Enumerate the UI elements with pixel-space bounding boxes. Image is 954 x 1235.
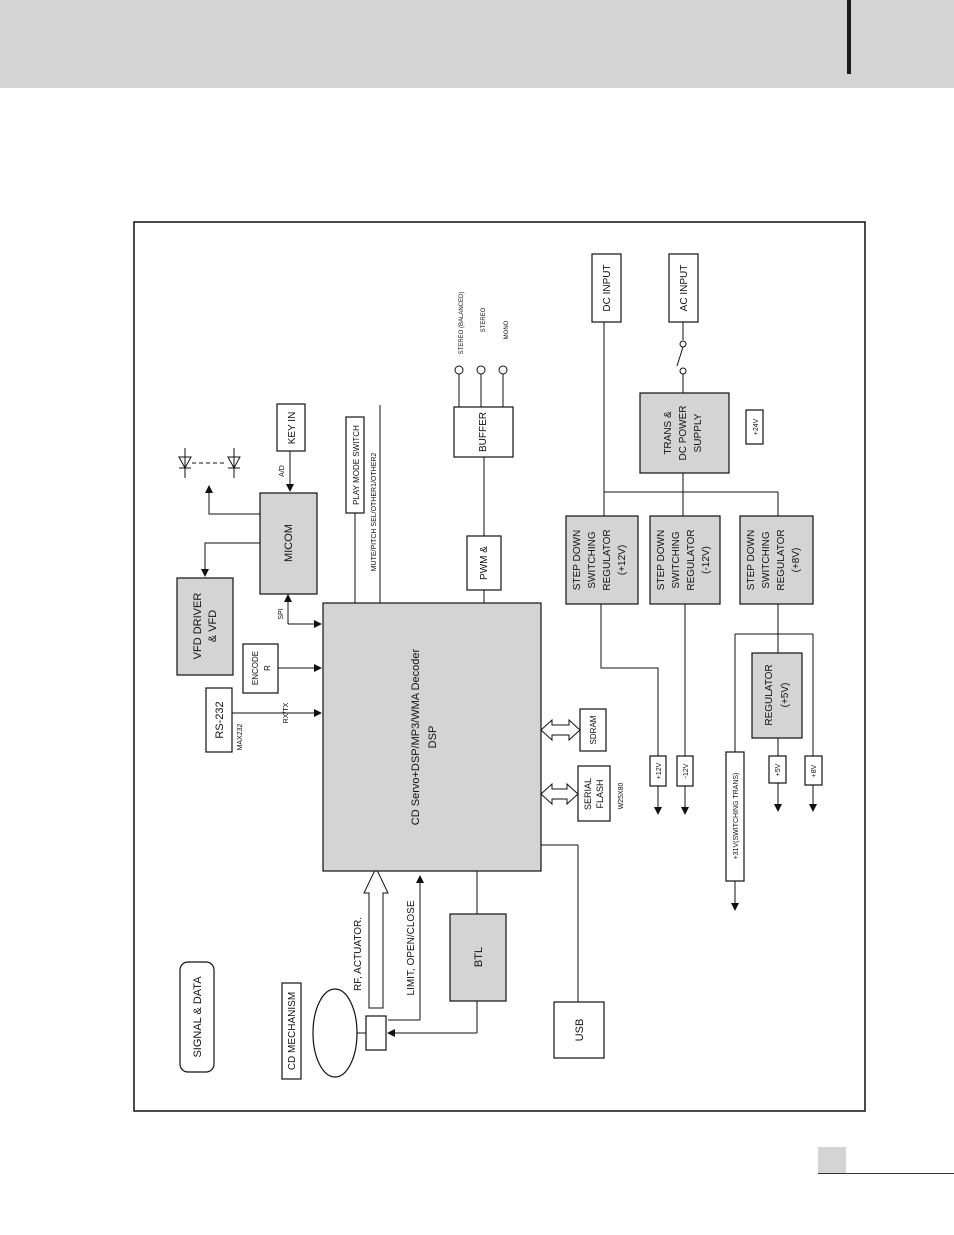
encoder-block: ENCODE R [242, 643, 279, 694]
header-band [0, 0, 954, 88]
step-down-plus8v-block: STEP DOWN SWITCHING REGULATOR (+8V) [739, 515, 814, 605]
diagram-frame [133, 221, 866, 1112]
rs232-block: RS-232 [205, 687, 233, 753]
trans-power-supply-block: TRANS & DC POWER SUPPLY [639, 392, 730, 474]
signal-data-label: SIGNAL & DATA [192, 976, 204, 1058]
output-jack-icon [498, 365, 508, 375]
plus24v-label: +24V [753, 418, 760, 435]
signal-data-legend: SIGNAL & DATA [179, 961, 215, 1073]
usb-block: USB [553, 1001, 605, 1059]
rf-actuator-label: RF, ACTUATOR. [353, 917, 364, 991]
sd-plus8-line1: STEP DOWN [746, 530, 757, 590]
dsp-subtitle: DSP [427, 726, 439, 749]
regulator-plus5v-block: REGULATOR (+5V) [751, 652, 803, 739]
key-in-block: KEY IN [276, 403, 306, 452]
dc-input-block: DC INPUT [591, 253, 622, 323]
rf-actuator-arrow [363, 866, 389, 1009]
output-jack-icon [476, 365, 486, 375]
dc-input-label: DC INPUT [602, 264, 613, 311]
play-mode-switch-label: PLAY MODE SWITCH [352, 425, 361, 505]
page-number-box [818, 1147, 846, 1174]
step-down-minus12v-block: STEP DOWN SWITCHING REGULATOR (-12V) [649, 515, 721, 605]
encoder-line1: ENCODE [251, 651, 260, 685]
micom-block: MICOM [259, 492, 318, 595]
serial-flash-line2: FLASH [595, 779, 605, 808]
cd-disc-icon [312, 988, 358, 1078]
mute-pitch-label: MUTE/PITCH SEL/OTHER1/OTHER2 [371, 453, 378, 572]
buffer-block: BUFFER [453, 406, 514, 458]
plus24v-block: +24V [745, 409, 764, 445]
vfd-driver-line1: VFD DRIVER [192, 593, 204, 660]
plus8v-output: +8V [804, 755, 823, 786]
sd-plus8-line3: REGULATOR [776, 529, 787, 590]
led-indicator-icon [178, 448, 241, 478]
footer-rule [818, 1173, 954, 1174]
encoder-line2: R [263, 665, 272, 671]
plus12v-label: +12V [656, 762, 663, 779]
flash-bus-arrow [540, 782, 579, 806]
sd-minus12-line4: (-12V) [701, 546, 712, 574]
sd-plus12-line3: REGULATOR [602, 529, 613, 590]
plus31v-label: +31V(SWITCHING TRANS) [733, 773, 740, 860]
vfd-driver-line2: & VFD [207, 610, 219, 642]
btl-label: BTL [473, 947, 485, 967]
sdram-block: SDRAM [579, 708, 607, 752]
ad-label: A/D [279, 465, 286, 477]
ac-input-block: AC INPUT [668, 253, 699, 323]
regulator5-line1: REGULATOR [764, 664, 775, 725]
sd-plus8-line4: (+8V) [791, 548, 802, 573]
sd-minus12-line1: STEP DOWN [656, 530, 667, 590]
micom-label: MICOM [283, 524, 295, 562]
plus8v-label: +8V [811, 764, 818, 777]
sd-minus12-line2: SWITCHING [671, 531, 682, 588]
cd-mechanism: CD MECHANISM [281, 982, 302, 1080]
play-mode-switch-block: PLAY MODE SWITCH [345, 416, 365, 514]
btl-block: BTL [449, 913, 507, 1002]
sd-plus8-line2: SWITCHING [761, 531, 772, 588]
stereo-label: STEREO [481, 307, 487, 332]
dsp-title: CD Servo+DSP/MP3/WMA Decoder [410, 648, 422, 825]
pickup-block [365, 1015, 387, 1051]
key-in-label: KEY IN [287, 412, 298, 445]
plus12v-output: +12V [649, 755, 667, 787]
serial-flash-line1: SERIAL [583, 778, 593, 810]
rxtx-label: RX/TX [283, 702, 290, 723]
header-divider [847, 0, 851, 74]
pwm-label: PWM & [479, 546, 490, 580]
pwm-block: PWM & [466, 535, 502, 591]
regulator5-line2: (+5V) [780, 683, 791, 708]
stereo-balanced-label: STEREO (BALANCED) [459, 292, 465, 355]
sd-minus12-line3: REGULATOR [686, 529, 697, 590]
sdram-bus-arrow [540, 718, 581, 742]
buffer-label: BUFFER [478, 412, 489, 452]
trans-line3: SUPPLY [693, 413, 704, 452]
dsp-block: CD Servo+DSP/MP3/WMA Decoder DSP [322, 602, 542, 872]
minus12v-output: -12V [676, 755, 694, 787]
spi-label: SPI [278, 608, 285, 619]
trans-line2: DC POWER [678, 406, 689, 461]
power-switch-icon [676, 322, 687, 393]
sd-plus12-line4: (+12V) [617, 545, 628, 575]
trans-line1: TRANS & [663, 411, 674, 455]
sd-plus12-line2: SWITCHING [587, 531, 598, 588]
minus12v-label: -12V [683, 763, 690, 778]
ac-input-label: AC INPUT [679, 265, 690, 312]
vfd-driver-block: VFD DRIVER & VFD [176, 577, 234, 676]
serial-flash-block: SERIAL FLASH [577, 765, 611, 822]
limit-open-close-label: LIMIT, OPEN/CLOSE [406, 900, 417, 995]
plus5v-label: +5V [775, 763, 782, 776]
plus31v-output: +31V(SWITCHING TRANS) [725, 751, 745, 882]
usb-label: USB [574, 1019, 586, 1042]
plus5v-output: +5V [768, 755, 787, 784]
step-down-plus12v-block: STEP DOWN SWITCHING REGULATOR (+12V) [565, 515, 639, 605]
sdram-label: SDRAM [589, 715, 598, 744]
flash-part-label: W25X80 [618, 782, 625, 809]
rs232-label: RS-232 [214, 701, 226, 738]
max232-label: MAX232 [237, 723, 244, 750]
sd-plus12-line1: STEP DOWN [572, 530, 583, 590]
output-jack-icon [454, 365, 464, 375]
mono-label: MONO [504, 320, 510, 339]
cd-mechanism-label: CD MECHANISM [287, 992, 298, 1070]
